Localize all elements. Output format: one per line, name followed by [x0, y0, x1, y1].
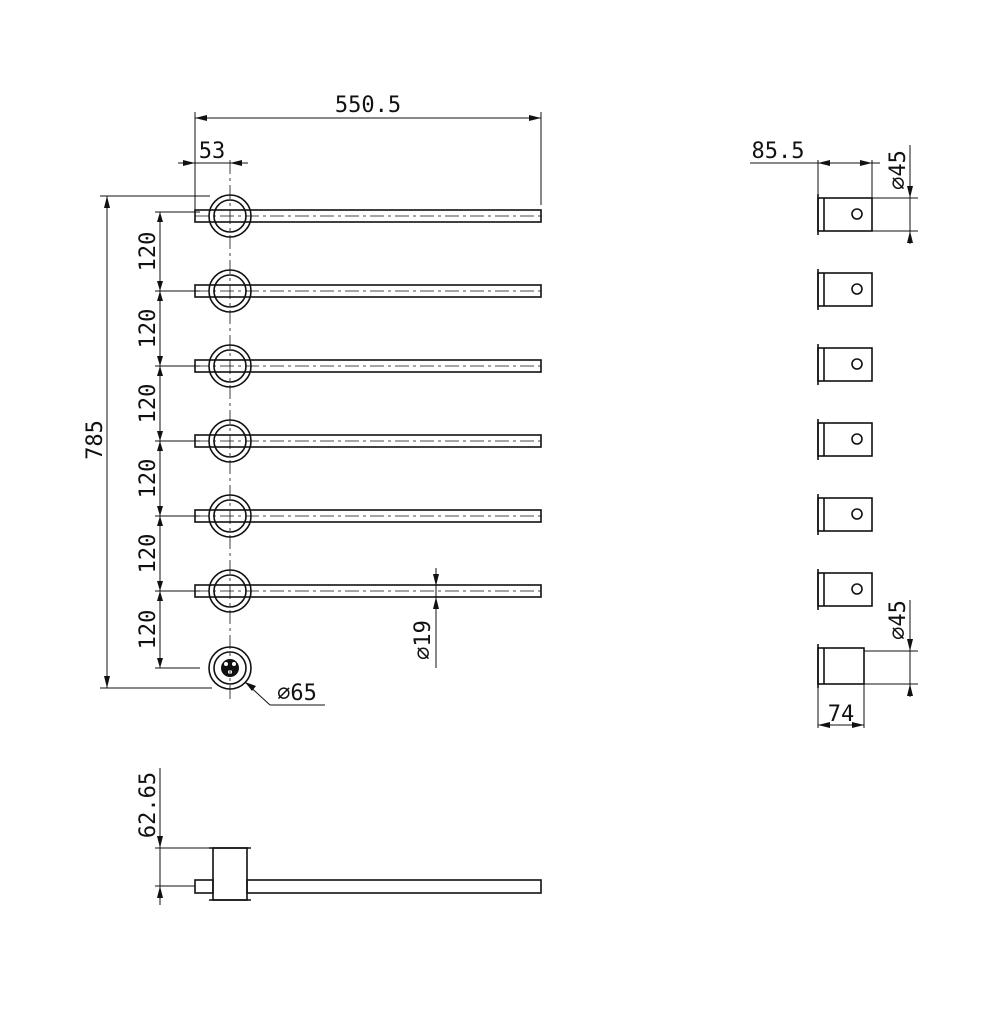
dim-spacing-label: 120 [136, 232, 161, 272]
side-mount [817, 194, 873, 235]
dim-overall-height-label: 785 [83, 420, 108, 460]
towel-arm [194, 419, 542, 463]
side-end-cap: 74 [817, 644, 865, 728]
side-mount [817, 419, 873, 460]
dim-first-offset: 53 [178, 139, 248, 166]
side-view [817, 194, 873, 610]
side-mount [817, 569, 873, 610]
dim-side-diameter-top-label: ∅45 [886, 150, 911, 190]
dim-side-bottom-width-label: 74 [828, 702, 855, 727]
dim-overall-height: 785 [83, 195, 212, 689]
towel-arm [194, 269, 542, 313]
dim-side-diameter-bottom: ∅45 [864, 600, 918, 697]
towel-arm [194, 344, 542, 388]
dim-first-offset-label: 53 [199, 139, 226, 164]
towel-arm [194, 494, 542, 538]
dim-side-depth-label: 85.5 [752, 139, 805, 164]
dim-bar-diameter: ∅19 [411, 568, 439, 668]
dim-spacing-label: 120 [136, 459, 161, 499]
dim-side-diameter-top: ∅45 [872, 145, 918, 244]
dim-spacing-chain: 120 120 120 120 120 120 [136, 211, 200, 669]
dim-spacing-label: 120 [136, 610, 161, 650]
side-mount [817, 344, 873, 385]
dim-side-diameter-bottom-label: ∅45 [886, 600, 911, 640]
dim-overall-width-label: 550.5 [335, 93, 401, 118]
plan-view: 62.65 [136, 768, 542, 905]
dim-side-depth: 85.5 [750, 139, 880, 198]
dim-bar-diameter-label: ∅19 [411, 620, 436, 660]
side-mount [817, 269, 873, 310]
towel-arm [194, 194, 542, 238]
front-view [194, 194, 542, 613]
dim-overall-width: 550.5 [194, 93, 542, 215]
dim-base-diameter-label: ∅65 [277, 681, 317, 706]
side-mount [817, 494, 873, 535]
dim-bottom-offset-label: 62.65 [136, 772, 161, 838]
dim-spacing-label: 120 [136, 309, 161, 349]
towel-arm [194, 569, 542, 613]
dim-base-diameter: ∅65 [244, 681, 325, 706]
dim-spacing-label: 120 [136, 384, 161, 424]
dim-spacing-label: 120 [136, 534, 161, 574]
